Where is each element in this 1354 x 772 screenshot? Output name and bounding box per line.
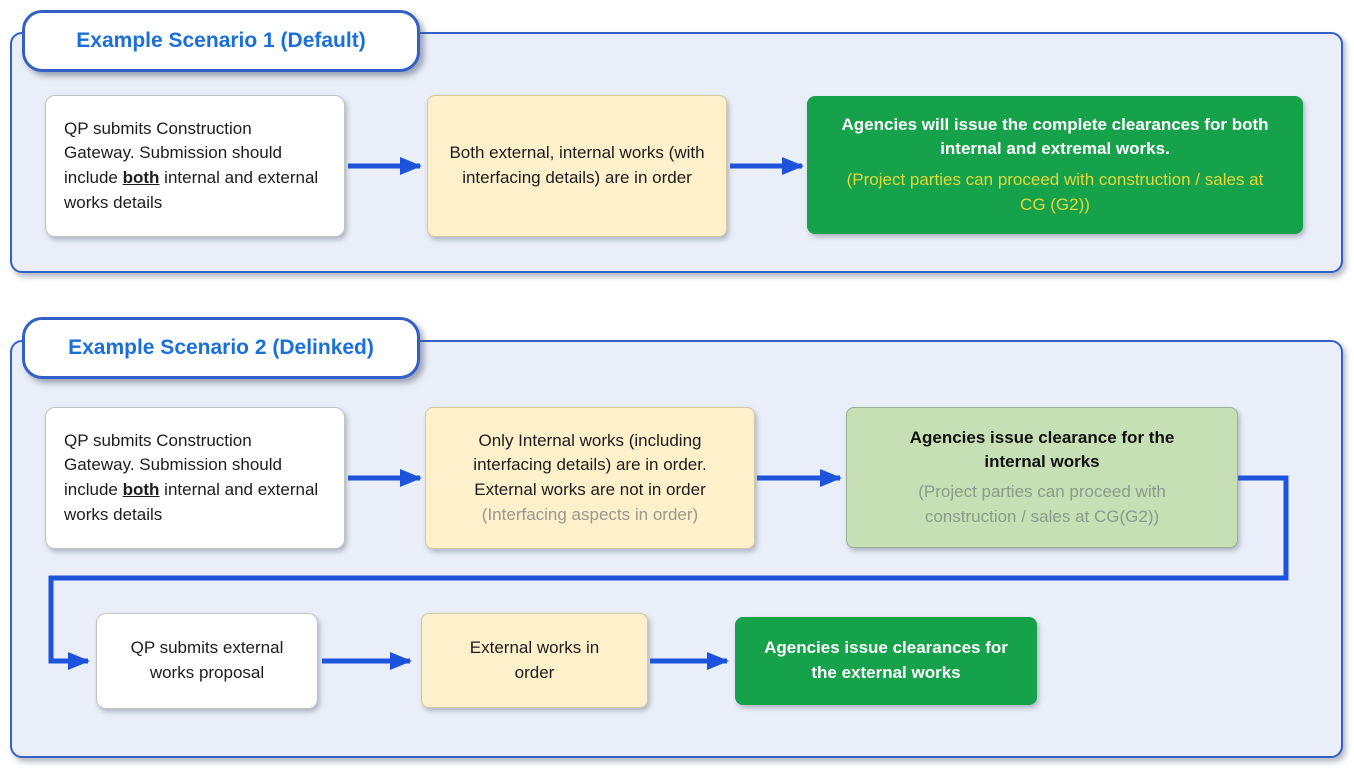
node-text: External works in order (469, 637, 600, 682)
scenario2-title: Example Scenario 2 (Delinked) (68, 336, 374, 359)
node-external-clearance-outcome: Agencies issue clearances for the extern… (735, 617, 1037, 705)
scenario1-title-pill: Example Scenario 1 (Default) (22, 10, 420, 72)
node-external-works-in-order: External works in order (421, 613, 648, 708)
node-text: Both external, internal works (with inte… (449, 143, 705, 187)
text-emphasis-both: both (122, 168, 160, 187)
node-text: QP submits external works proposal (130, 638, 284, 682)
outcome-title: Agencies issue clearance for the interna… (909, 427, 1175, 472)
node-qp-submits-cg-s1: QP submits Construction Gateway. Submiss… (45, 95, 345, 237)
node-qp-submits-external-proposal: QP submits external works proposal (96, 613, 318, 709)
node-internal-clearance-outcome: Agencies issue clearance for the interna… (846, 407, 1238, 548)
node-text: QP submits Construction Gateway. Submiss… (64, 117, 326, 216)
outcome-subtitle: (Project parties can proceed with constr… (918, 482, 1166, 526)
node-clearance-outcome-s1: Agencies will issue the complete clearan… (807, 96, 1303, 234)
outcome-title: Agencies issue clearances for the extern… (764, 638, 1008, 682)
outcome-title: Agencies will issue the complete clearan… (841, 114, 1269, 159)
scenario1-title: Example Scenario 1 (Default) (76, 29, 366, 52)
node-qp-submits-cg-s2: QP submits Construction Gateway. Submiss… (45, 407, 345, 549)
outcome-subtitle: (Project parties can proceed with constr… (846, 170, 1264, 214)
text-before: QP submits Construction Gateway. Submiss… (64, 118, 282, 187)
node-text: QP submits Construction Gateway. Submiss… (64, 429, 326, 528)
node-note: (Interfacing aspects in order) (481, 504, 699, 524)
scenario2-title-pill: Example Scenario 2 (Delinked) (22, 317, 420, 379)
node-text: Only Internal works (including interfaci… (473, 430, 707, 499)
text-after: internal and external works details (64, 168, 319, 212)
text-emphasis-both: both (122, 480, 160, 499)
node-works-in-order-s1: Both external, internal works (with inte… (427, 95, 727, 237)
node-internal-only-in-order: Only Internal works (including interfaci… (425, 407, 755, 549)
